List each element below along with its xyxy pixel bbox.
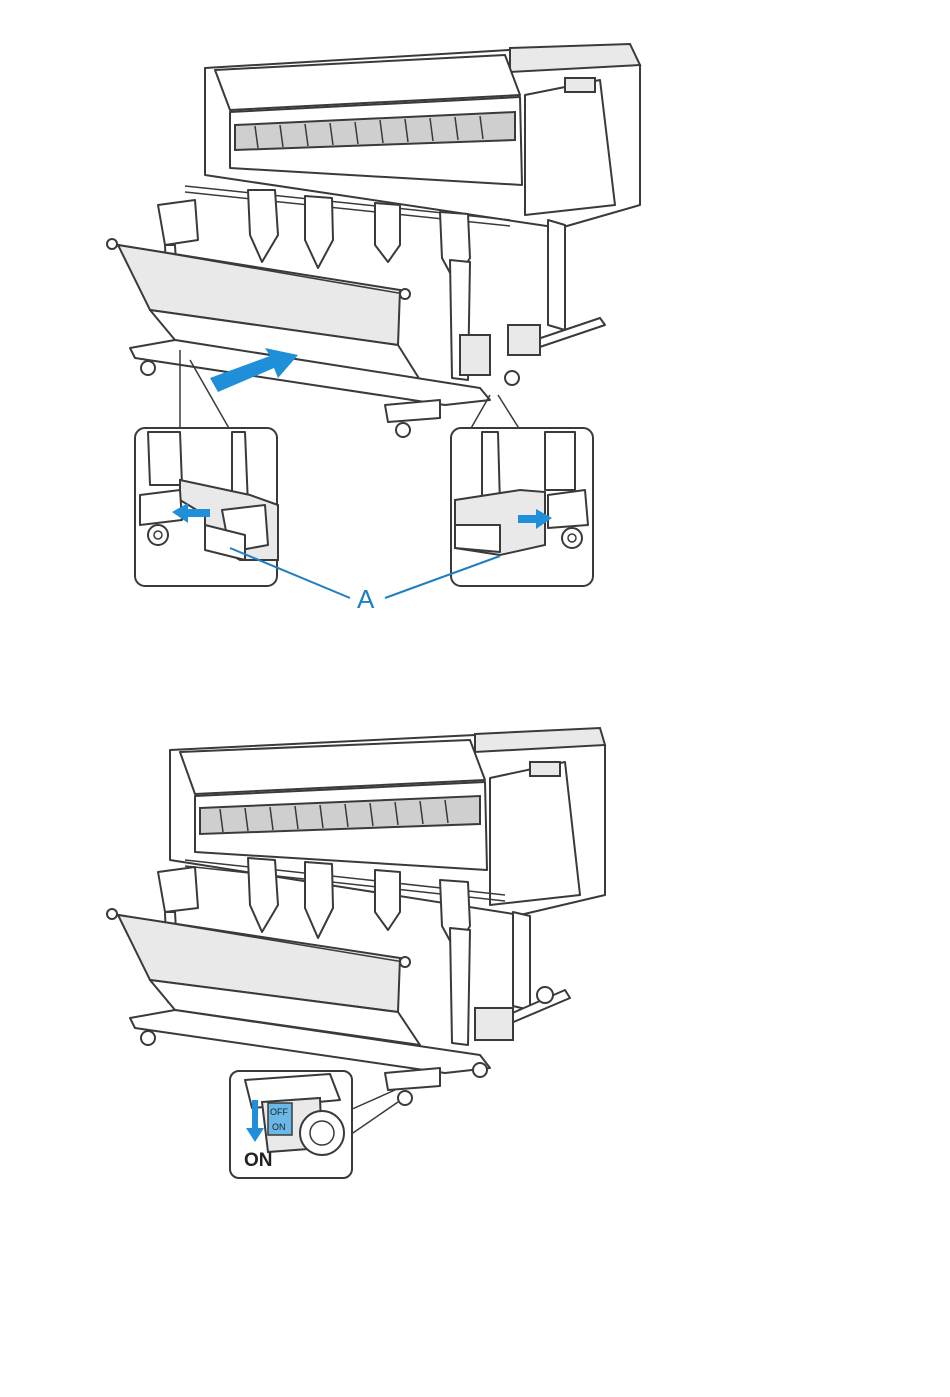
switch-on-text: ON <box>272 1122 286 1132</box>
zoom-inset-caster-switch: OFF ON ON <box>230 1071 352 1178</box>
callout-label-a: A <box>357 584 375 614</box>
direction-label-on: ON <box>244 1150 273 1171</box>
printer-illustration <box>107 44 640 437</box>
switch-off-text: OFF <box>270 1107 288 1117</box>
printer-illustration <box>107 728 605 1105</box>
zoom-inset-left-caster <box>135 428 278 586</box>
figure-caster-lock-on: OFF ON ON <box>0 690 950 1210</box>
figure-printer-stand-push: A <box>0 0 950 640</box>
caster-lock-switch[interactable]: OFF ON <box>268 1103 292 1135</box>
zoom-inset-right-caster <box>451 428 593 586</box>
